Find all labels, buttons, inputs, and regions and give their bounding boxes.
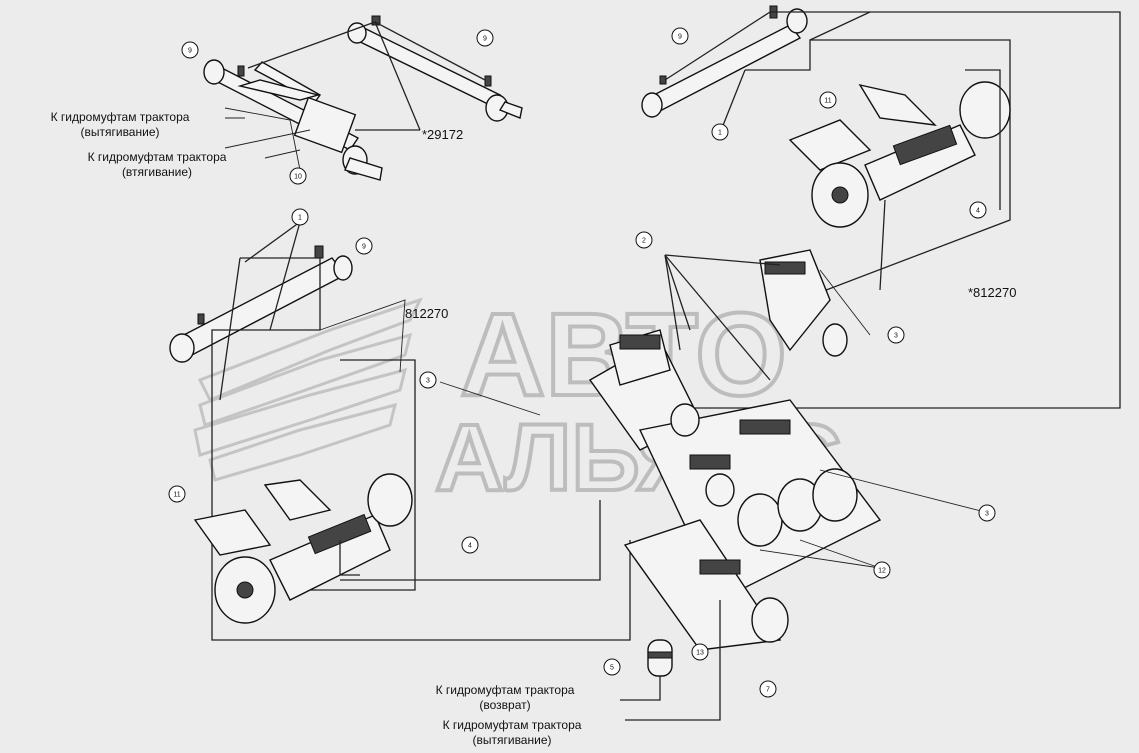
cylinder-group-middle-left	[169, 221, 631, 641]
svg-text:11: 11	[824, 98, 831, 105]
callout-bubble: 9	[181, 41, 199, 59]
label-tractor-coupling-push: К гидромуфтам трактора	[88, 150, 227, 164]
callout-bubble: 5	[603, 658, 621, 676]
svg-text:12: 12	[878, 568, 886, 575]
svg-text:1: 1	[298, 215, 302, 222]
hydraulic-motor	[788, 81, 1011, 228]
callout-bubble: 11	[819, 91, 837, 109]
hydraulic-cylinder	[237, 61, 357, 154]
hydraulic-cylinder	[203, 59, 383, 181]
callout-bubble: 11	[168, 485, 186, 503]
callout-bubble: 3	[419, 371, 437, 389]
label-tractor-coupling-pull-bottom: К гидромуфтам трактора	[443, 718, 582, 732]
callouts: 9 9 10 9 1 11 4 2 3 1 9 3 11 4 3 12 5 13…	[168, 27, 996, 698]
callout-bubble: 7	[759, 680, 777, 698]
callout-bubble: 4	[969, 201, 987, 219]
svg-text:7: 7	[766, 687, 770, 694]
svg-text:3: 3	[426, 378, 430, 385]
callout-bubble: 4	[461, 536, 479, 554]
svg-text:4: 4	[976, 208, 980, 215]
callout-bubble: 10	[289, 167, 307, 185]
label-tractor-coupling-push-sub: (втягивание)	[122, 165, 192, 179]
callout-bubble: 13	[691, 643, 709, 661]
label-tractor-coupling-return: К гидромуфтам трактора	[436, 683, 575, 697]
ref-812270-left: 812270	[405, 306, 448, 321]
callout-bubble: 9	[476, 29, 494, 47]
svg-text:9: 9	[362, 244, 366, 251]
svg-text:9: 9	[483, 36, 487, 43]
callout-bubble: 1	[291, 208, 309, 226]
hydraulic-motor-bottom-left	[193, 473, 413, 624]
svg-text:4: 4	[468, 543, 472, 550]
callout-bubble: 3	[978, 504, 996, 522]
cylinder-group-top-right	[640, 5, 1121, 409]
callout-bubble: 9	[355, 237, 373, 255]
callout-bubble: 2	[635, 231, 653, 249]
callout-bubble: 12	[873, 561, 891, 579]
hydraulic-cylinder	[169, 245, 353, 363]
svg-text:11: 11	[173, 492, 180, 499]
label-tractor-coupling-return-sub: (возврат)	[479, 698, 530, 712]
label-tractor-coupling-pull: К гидромуфтам трактора	[51, 110, 190, 124]
svg-text:9: 9	[678, 34, 682, 41]
callout-bubble: 9	[671, 27, 689, 45]
watermark-logo	[193, 297, 423, 482]
ref-812270-right: *812270	[968, 285, 1016, 300]
callout-bubble: 3	[887, 326, 905, 344]
svg-text:10: 10	[294, 174, 302, 181]
label-tractor-coupling-pull-sub: (вытягивание)	[81, 125, 160, 139]
cylinder-group-top-left	[203, 15, 523, 181]
svg-text:13: 13	[696, 650, 704, 657]
svg-text:3: 3	[985, 511, 989, 518]
svg-text:5: 5	[610, 665, 614, 672]
label-tractor-coupling-pull-bottom-sub: (вытягивание)	[473, 733, 552, 747]
hydraulic-cylinder	[347, 15, 523, 122]
valve-block	[439, 249, 986, 721]
svg-text:3: 3	[894, 333, 898, 340]
quick-coupler	[647, 639, 673, 677]
callout-bubble: 1	[711, 123, 729, 141]
svg-text:2: 2	[642, 238, 646, 245]
svg-text:1: 1	[718, 130, 722, 137]
hydraulic-cylinder	[641, 5, 808, 118]
ref-29172: *29172	[422, 127, 463, 142]
svg-text:9: 9	[188, 48, 192, 55]
